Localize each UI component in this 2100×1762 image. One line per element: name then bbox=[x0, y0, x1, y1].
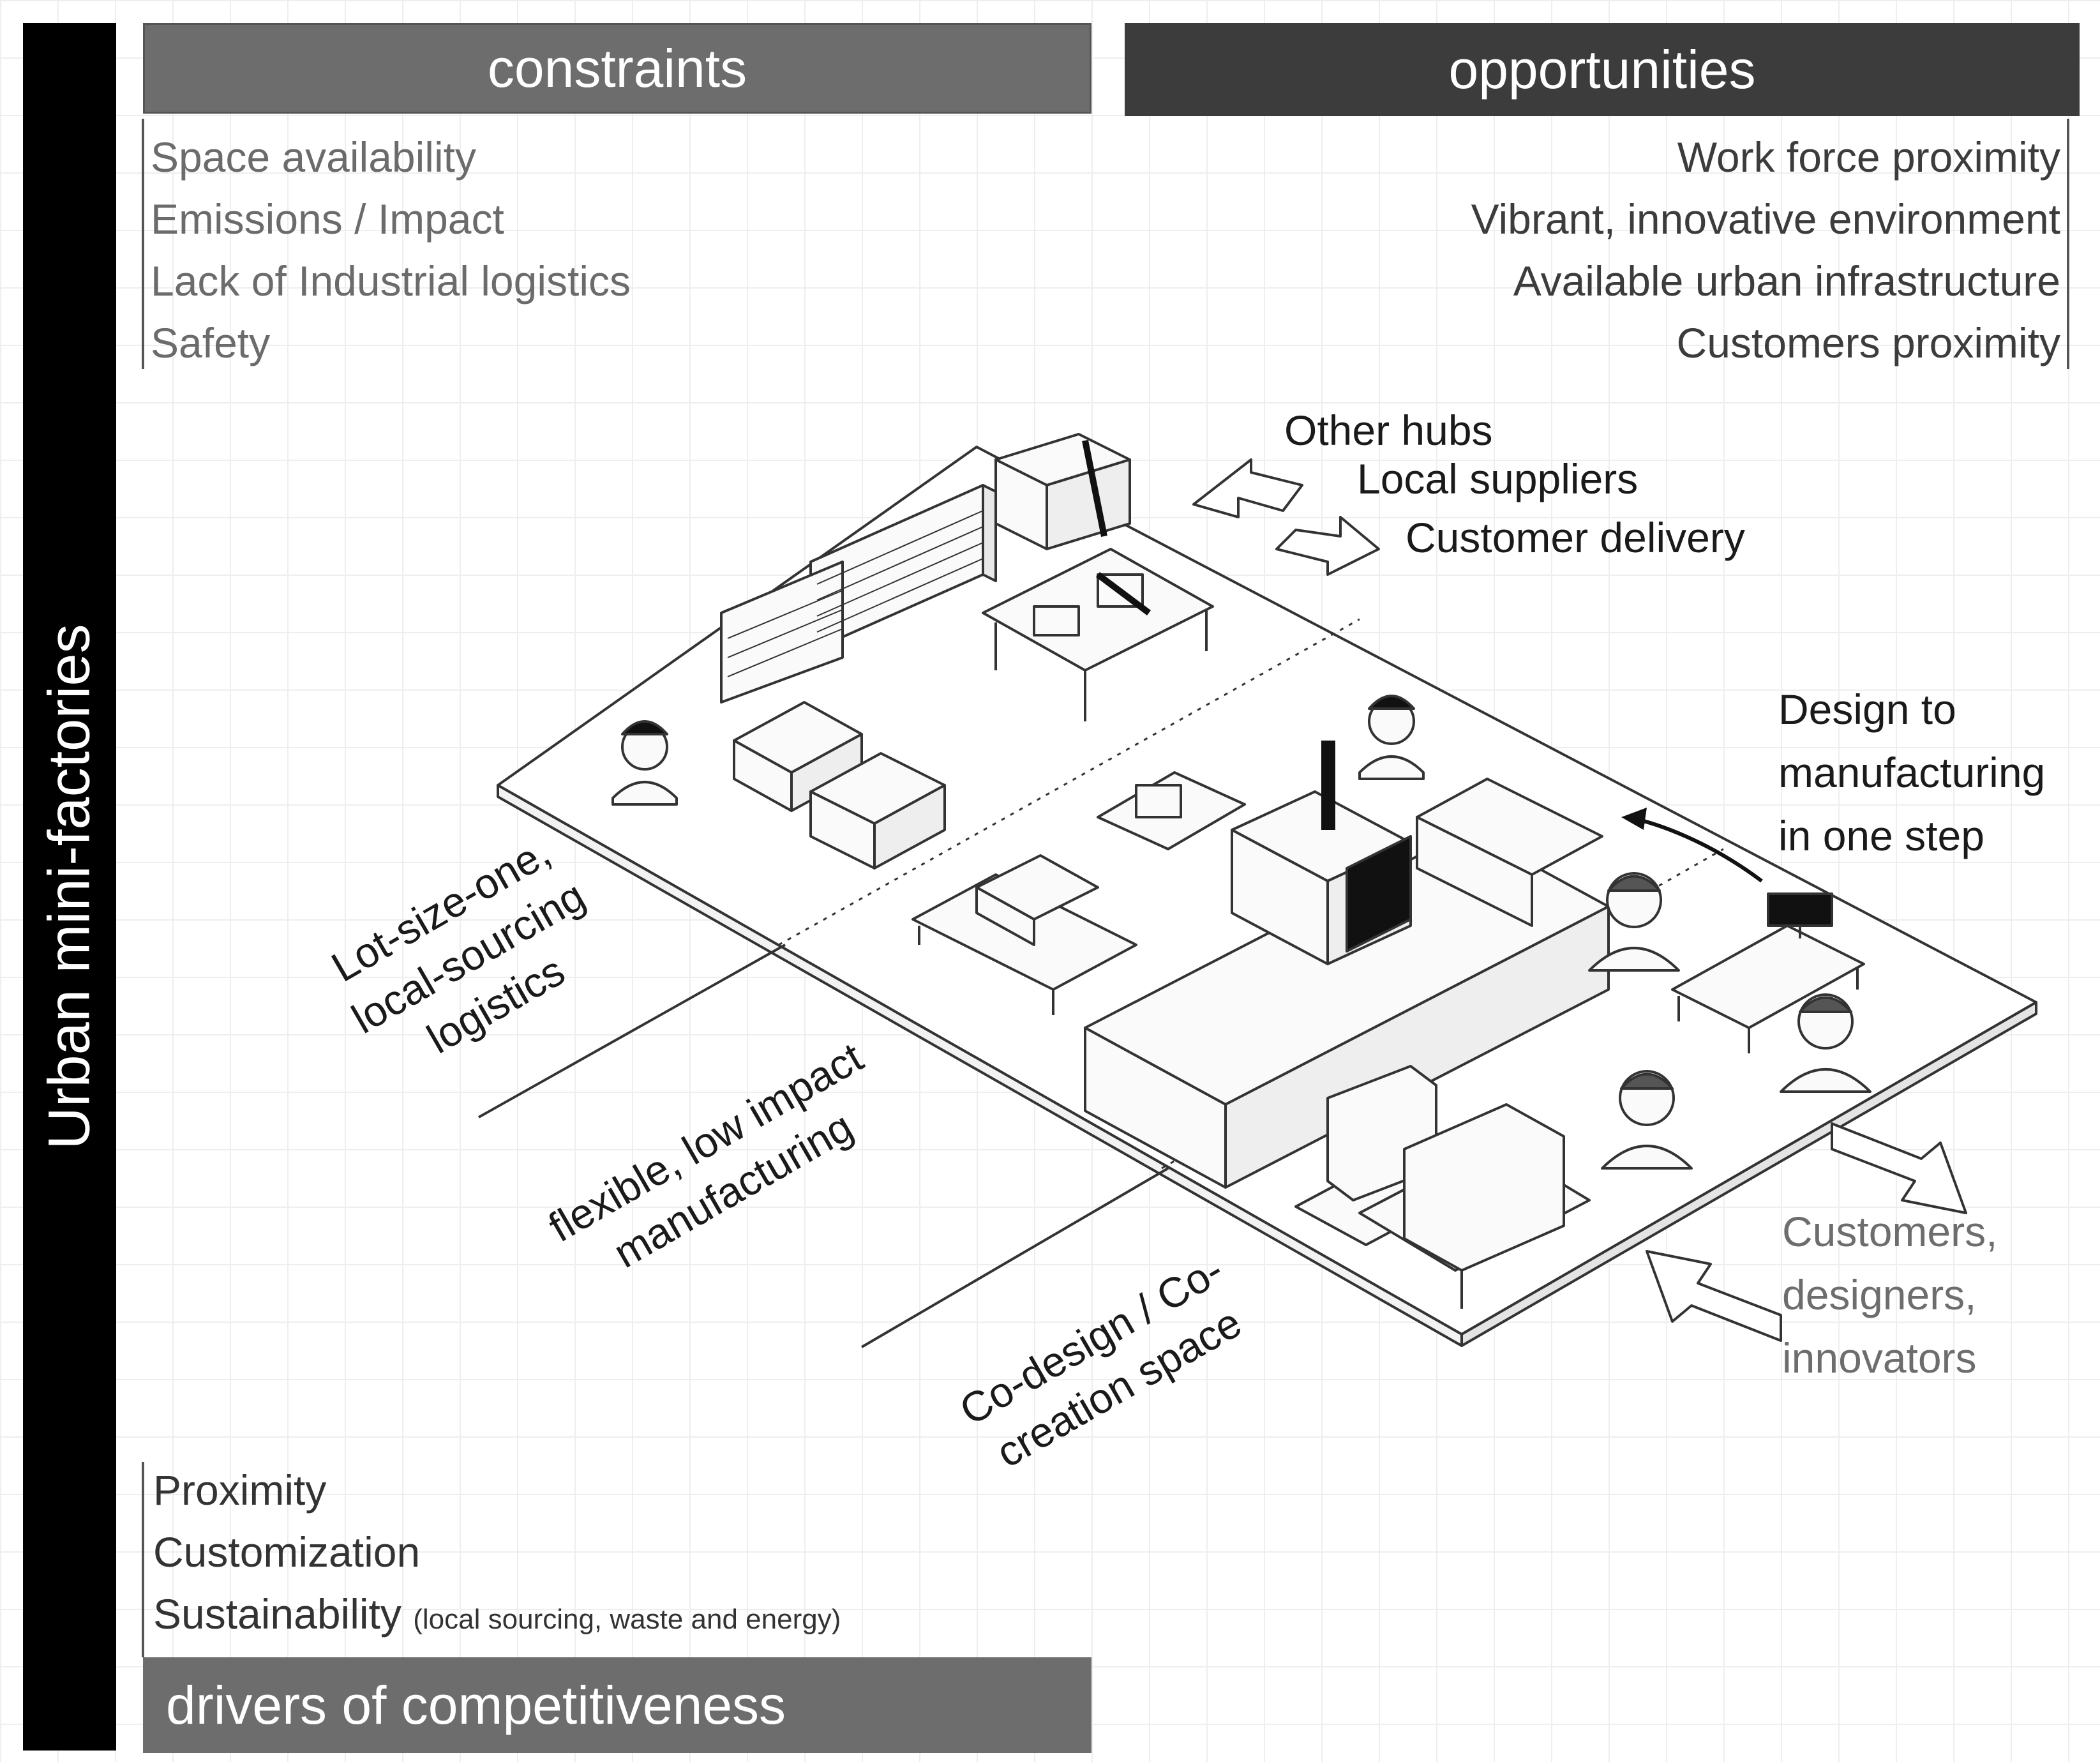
designer-icon bbox=[1588, 872, 1680, 972]
suppliers-label: Local suppliers bbox=[1357, 455, 1639, 502]
constraints-rule bbox=[142, 119, 144, 369]
codesign-bench bbox=[1294, 1065, 1591, 1309]
opportunities-rule bbox=[2067, 119, 2069, 369]
drivers-header-label: drivers of competitiveness bbox=[166, 1675, 786, 1735]
opportunities-list: Work force proximity Vibrant, innovative… bbox=[1471, 126, 2060, 374]
pallet-stack bbox=[994, 433, 1131, 550]
drivers-rule bbox=[142, 1462, 144, 1657]
side-title-bar: Urban mini-factories bbox=[23, 23, 116, 1751]
constraint-item: Space availability bbox=[151, 133, 476, 181]
driver-item: Customization bbox=[153, 1528, 421, 1576]
panel-stacks bbox=[733, 701, 946, 870]
customers-line: Customers, bbox=[1782, 1208, 1998, 1255]
worker-icon bbox=[1358, 695, 1425, 780]
opportunities-header-label: opportunities bbox=[1448, 39, 1756, 100]
driver-item-label: Sustainability bbox=[153, 1590, 401, 1638]
opportunity-item: Available urban infrastructure bbox=[1513, 257, 2060, 305]
design-step-line: in one step bbox=[1778, 812, 1984, 859]
driver-note: (local sourcing, waste and energy) bbox=[413, 1604, 841, 1635]
driver-item: Sustainability (local sourcing, waste an… bbox=[153, 1583, 841, 1650]
constraint-item: Safety bbox=[151, 319, 271, 366]
inbound-arrow bbox=[1192, 458, 1303, 518]
shelf-lines bbox=[727, 510, 984, 677]
constraints-header-label: constraints bbox=[487, 38, 747, 98]
customer-icon bbox=[1601, 1070, 1693, 1170]
customers-label: Customers, designers, innovators bbox=[1782, 1200, 1997, 1390]
driver-item: Proximity bbox=[153, 1466, 327, 1514]
logistics-table bbox=[982, 548, 1214, 721]
drivers-header: drivers of competitiveness bbox=[143, 1657, 1091, 1753]
design-desk bbox=[1671, 892, 1865, 1053]
customers-line: designers, bbox=[1782, 1271, 1977, 1318]
logistics-leader bbox=[478, 944, 786, 1118]
customer-out-arrow bbox=[1831, 1122, 1967, 1214]
constraints-list: Space availability Emissions / Impact La… bbox=[151, 126, 631, 374]
drivers-list: Proximity Customization Sustainability (… bbox=[153, 1459, 841, 1650]
opportunity-item: Work force proximity bbox=[1677, 133, 2060, 181]
customer-in-arrow bbox=[1646, 1250, 1782, 1342]
outbound-arrow bbox=[1275, 516, 1380, 576]
manufacturing-leader bbox=[860, 1167, 1169, 1348]
opportunity-item: Vibrant, innovative environment bbox=[1471, 195, 2060, 243]
worker-icon bbox=[611, 720, 678, 806]
constraint-item: Emissions / Impact bbox=[151, 195, 504, 243]
hubs-label: Other hubs bbox=[1284, 407, 1493, 454]
design-step-label: Design to manufacturing in one step bbox=[1778, 678, 2045, 868]
delivery-label: Customer delivery bbox=[1406, 514, 1745, 561]
machine-upper bbox=[1097, 771, 1246, 850]
designer-icon bbox=[1780, 993, 1871, 1093]
constraint-item: Lack of Industrial logistics bbox=[151, 257, 631, 305]
cnc-machine bbox=[1084, 741, 1610, 1189]
design-step-line: Design to bbox=[1778, 686, 1956, 733]
manufacturing-table-left bbox=[911, 854, 1137, 1015]
zone-divider-1 bbox=[778, 618, 1360, 946]
opportunities-header: opportunities bbox=[1125, 23, 2080, 116]
customers-line: innovators bbox=[1782, 1334, 1977, 1382]
opportunity-item: Customers proximity bbox=[1676, 319, 2060, 366]
constraints-header: constraints bbox=[143, 23, 1091, 114]
design-arrow-head bbox=[1621, 808, 1647, 830]
design-step-line: manufacturing bbox=[1778, 749, 2046, 796]
